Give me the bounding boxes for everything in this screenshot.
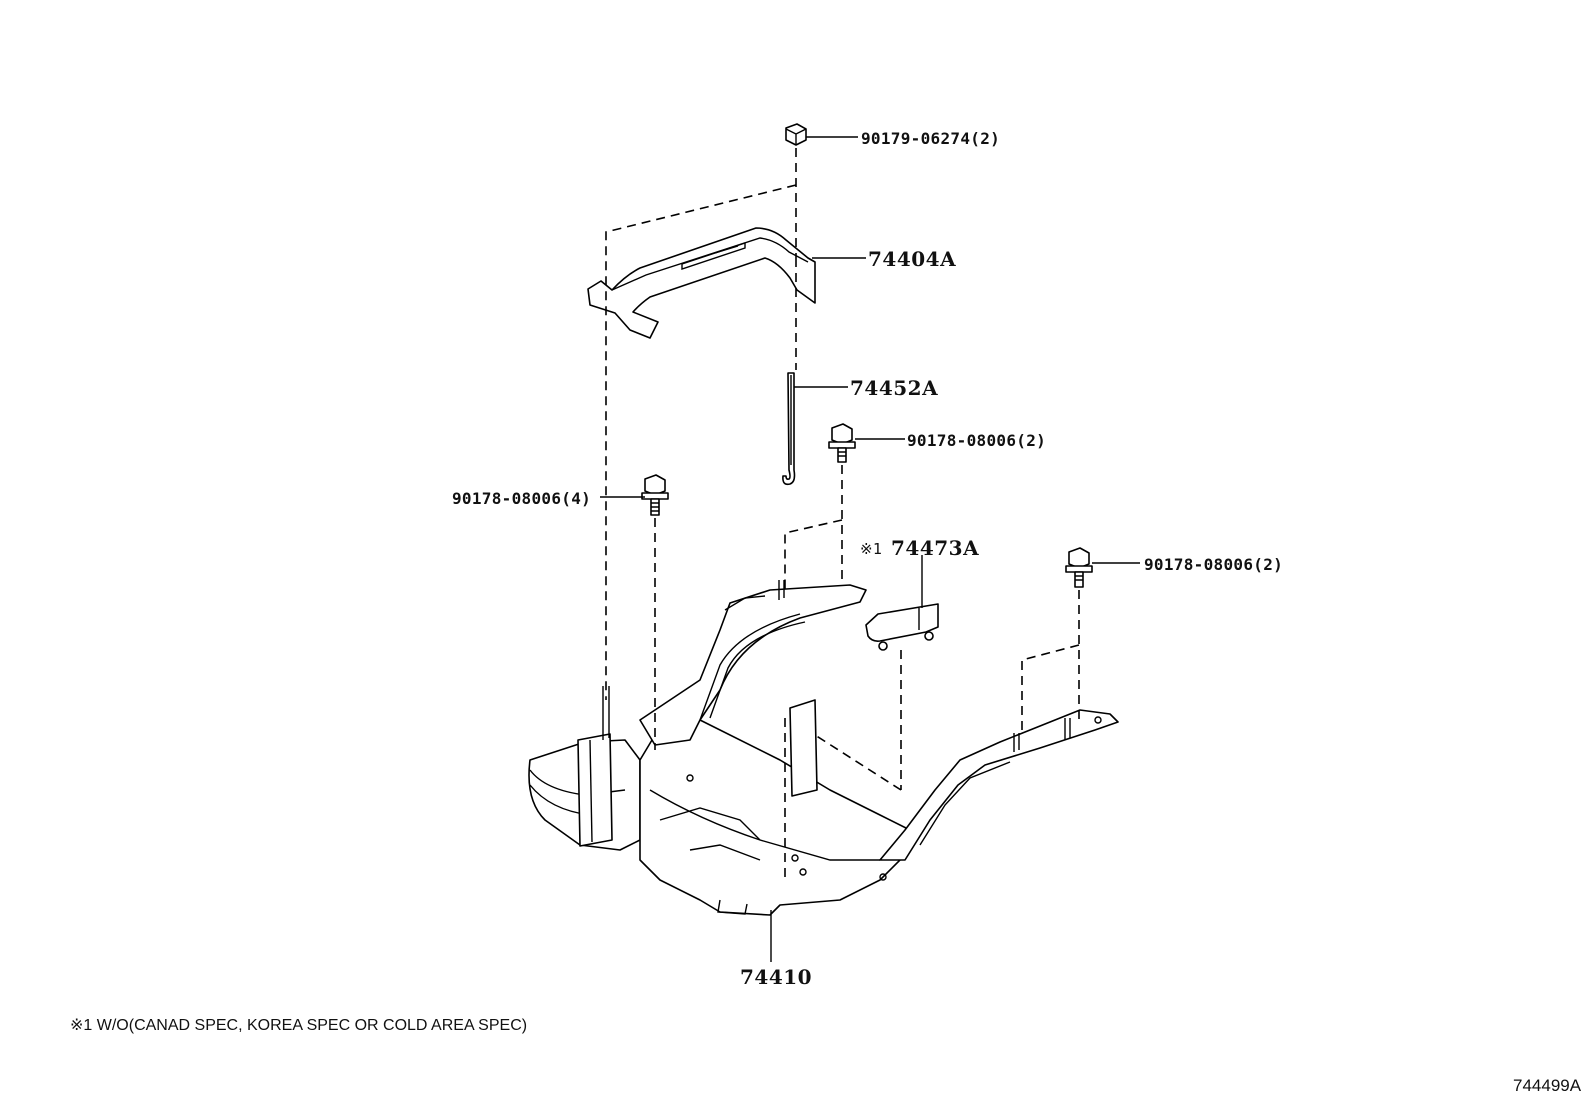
note-mark: ※1 xyxy=(860,540,883,558)
bolt-mid-part xyxy=(828,423,856,463)
figure-id: 744499A xyxy=(1513,1076,1582,1095)
insulator-part xyxy=(865,603,939,651)
bolt-right-part xyxy=(1065,547,1093,588)
label-insulator[interactable]: 74473A xyxy=(891,536,980,560)
label-bolt-right[interactable]: 90178-08006(2) xyxy=(1144,555,1284,574)
footnote: ※1 W/O(CANAD SPEC, KOREA SPEC OR COLD AR… xyxy=(70,1017,528,1034)
hold-down-clamp-part xyxy=(587,227,816,339)
battery-tray-part xyxy=(528,580,1119,916)
label-j-hook-bolt[interactable]: 74452A xyxy=(850,376,939,400)
label-hold-down-clamp[interactable]: 74404A xyxy=(868,247,957,271)
label-bolt-mid[interactable]: 90178-08006(2) xyxy=(907,431,1047,450)
nut-part xyxy=(785,123,807,146)
label-battery-tray[interactable]: 74410 xyxy=(740,965,813,989)
label-bolt-left[interactable]: 90178-08006(4) xyxy=(452,489,592,508)
bolt-left-part xyxy=(641,474,669,516)
j-hook-bolt-part xyxy=(782,372,796,486)
label-nut-part-number[interactable]: 90179-06274(2) xyxy=(861,129,1001,148)
assembly-guide-lines xyxy=(605,148,1080,880)
